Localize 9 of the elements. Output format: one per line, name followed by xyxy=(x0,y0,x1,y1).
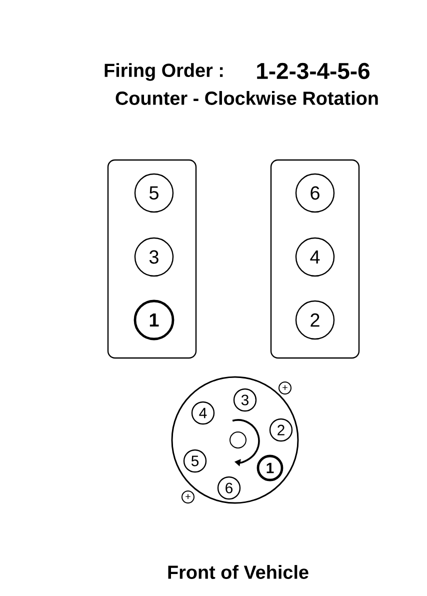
distributor-cap xyxy=(171,376,299,504)
plus-terminal: + xyxy=(182,490,194,504)
plus-terminal: + xyxy=(278,382,292,394)
title: Firing Order : xyxy=(104,63,223,81)
firing-order: 1-2-3-4-5-6 xyxy=(257,62,370,80)
subtitle: Counter - Clockwise Rotation xyxy=(116,91,378,105)
cylinder-bank xyxy=(107,159,197,359)
front-label: Front of Vehicle xyxy=(168,565,308,579)
cylinder-bank xyxy=(270,159,360,359)
